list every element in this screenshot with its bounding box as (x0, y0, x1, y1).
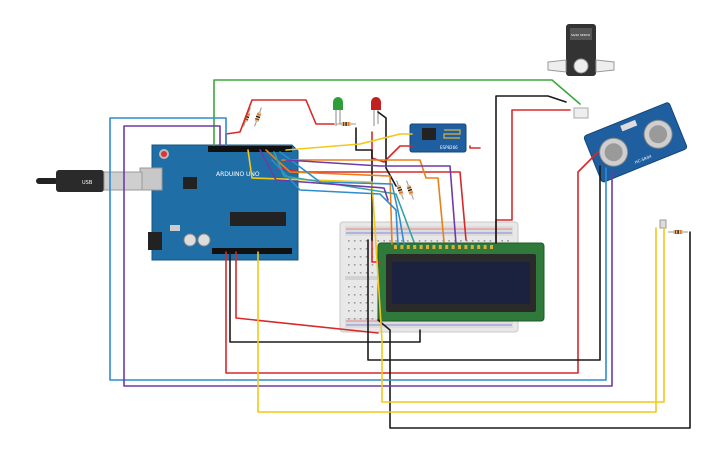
led-green (333, 97, 343, 126)
servo-motor: SG90 SERVO (547, 24, 615, 119)
red-wire (225, 151, 599, 374)
arduino-uno-board: ARDUINO UNO (139, 144, 299, 261)
usb-cable: USB (36, 170, 143, 192)
black-wire (377, 231, 691, 429)
yellow-wire (285, 133, 413, 151)
blue-wire (109, 117, 607, 381)
yellow-wire (247, 149, 665, 403)
atmega-chip (230, 212, 286, 226)
blue-wire (279, 151, 405, 245)
resistor (336, 122, 356, 126)
usb-label: USB (82, 180, 93, 186)
right-sensor-component (659, 219, 667, 229)
wifi-label: ESP8266 (440, 145, 458, 150)
black-wire (229, 251, 421, 343)
sensor-label: HC-SR04 (634, 153, 653, 164)
lcd-display (377, 242, 545, 322)
resistor (254, 107, 262, 127)
black-wire (355, 127, 373, 241)
blue-wire (271, 159, 399, 245)
resistor (668, 230, 688, 234)
digital-header (208, 146, 292, 152)
black-wire (367, 165, 601, 361)
green-wire (213, 79, 581, 146)
purple-wire (259, 149, 389, 201)
purple-wire (285, 159, 457, 245)
resistor (396, 180, 404, 200)
red-wire (235, 251, 379, 334)
red-wire (225, 99, 335, 146)
board-model: UNO (246, 171, 260, 178)
wifi-module: ESP8266 (409, 123, 467, 153)
servo-label: SG90 SERVO (571, 33, 591, 37)
purple-wire (123, 125, 613, 387)
dc-jack (148, 232, 162, 250)
orange-wire (281, 159, 445, 243)
wires (109, 79, 691, 429)
black-wire (495, 95, 567, 244)
black-wire (377, 111, 397, 187)
board-brand: ARDUINO (216, 171, 245, 178)
resistor (406, 180, 414, 200)
yellow-wire (257, 227, 657, 413)
lcd-pin-header (394, 245, 493, 249)
analog-header (212, 248, 292, 254)
ultrasonic-sensor: HC-SR04 (583, 102, 688, 183)
usb-port (139, 167, 163, 191)
red-wire (469, 145, 481, 149)
led-red (371, 97, 381, 126)
